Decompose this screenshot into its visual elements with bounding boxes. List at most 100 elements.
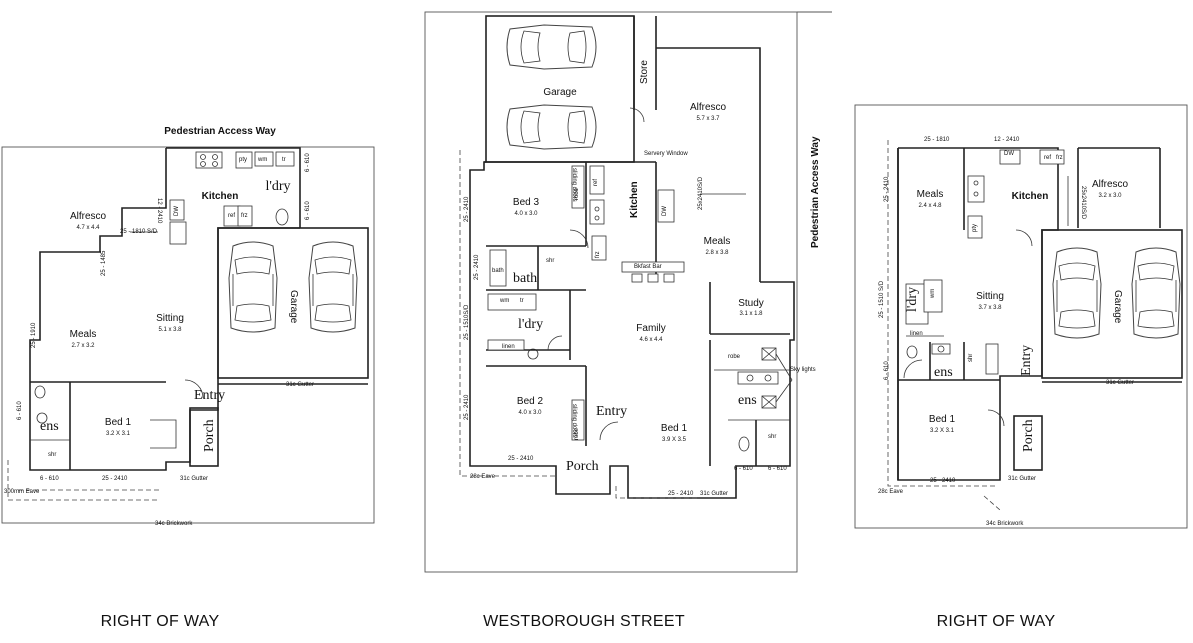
- left-dim-610-b: 6 - 610: [305, 201, 311, 220]
- right-eave-label: 28c Eave: [878, 489, 904, 495]
- right-wm-label: wm: [930, 288, 936, 298]
- left-shower-label: shr: [48, 452, 57, 458]
- right-lot-boundary: [854, 104, 1188, 529]
- left-dim-610-a: 6 - 610: [305, 153, 311, 172]
- street-label-right: RIGHT OF WAY: [936, 613, 1056, 630]
- right-shr-label: shr: [968, 353, 974, 362]
- right-porch-label: Porch: [1021, 419, 1036, 452]
- center-floor-plan: [424, 11, 832, 573]
- center-study-label: Study: [738, 298, 764, 309]
- center-bed3-size: 4.0 x 3.0: [514, 211, 538, 217]
- right-sd-dim: 25x2410S/D: [1080, 186, 1086, 220]
- left-lot-boundary: [1, 146, 375, 524]
- right-sitting-label: Sitting: [976, 291, 1004, 302]
- right-dim-2410-side: 25 - 2410: [884, 176, 890, 202]
- right-ref-label: ref: [1044, 155, 1052, 161]
- right-garage: [1041, 229, 1183, 379]
- right-ensuite-label: ens: [934, 365, 953, 380]
- center-alfresco-size: 5.7 x 3.7: [696, 116, 720, 122]
- left-entry-label: Entry: [194, 388, 226, 403]
- left-dim-610-c: 6 - 610: [17, 401, 23, 420]
- center-bed2-size: 4.0 x 3.0: [518, 410, 542, 416]
- left-gutter-1: 31c Gutter: [286, 382, 315, 388]
- left-eave-label: 300mm Eave: [4, 489, 40, 495]
- left-gutter-2: 31c Gutter: [180, 476, 209, 482]
- center-store-label: Store: [639, 60, 650, 84]
- center-ensuite-label: ens: [738, 393, 757, 408]
- center-skylights-label: Sky lights: [790, 367, 816, 373]
- left-alfresco-label: Alfresco: [69, 211, 107, 222]
- center-bed3-label: Bed 3: [512, 197, 540, 208]
- center-sd-dim: 25x2410S/D: [698, 176, 704, 210]
- left-meals-label: Meals: [69, 329, 97, 340]
- center-servery-label: Servery Window: [644, 151, 688, 157]
- right-sitting-size: 3.7 x 3.8: [978, 305, 1002, 311]
- right-alfresco-size: 3.2 x 3.0: [1098, 193, 1122, 199]
- center-family-label: Family: [636, 323, 666, 334]
- center-wm-label: wm: [500, 298, 510, 304]
- left-tr-label: tr: [282, 157, 286, 163]
- right-dw-label: DW: [1004, 151, 1014, 157]
- right-dim-2410-bottom: 25 - 2410: [930, 478, 956, 484]
- center-dim-2410-e: 25 - 2410: [668, 491, 694, 497]
- left-pantry-label: pty: [239, 157, 248, 163]
- center-meals-size: 2.8 x 3.8: [705, 250, 729, 256]
- center-tr-label: tr: [520, 298, 524, 304]
- right-brickwork-label: 34c Brickwork: [986, 521, 1024, 527]
- right-dim-2410-top: 12 - 2410: [994, 137, 1020, 143]
- left-access-label: Pedestrian Access Way: [164, 126, 276, 137]
- left-porch: [189, 407, 219, 467]
- left-laundry-label: l'dry: [265, 179, 291, 194]
- center-shower-label: shr: [546, 258, 555, 264]
- center-dim-610-b: 6 - 610: [768, 466, 787, 472]
- right-garage-label: Garage: [1112, 290, 1123, 324]
- center-frz-label: frz: [595, 251, 601, 258]
- left-dim-1910: 25 - 1910: [31, 322, 37, 348]
- left-dim-610-d: 6 - 610: [40, 476, 59, 482]
- center-kitchen-label: Kitchen: [629, 181, 640, 218]
- left-bed1-size: 3.2 X 3.1: [105, 431, 131, 437]
- right-bed1-size: 3.2 X 3.1: [929, 428, 955, 434]
- center-dw-label: DW: [662, 206, 668, 216]
- left-bed1-label: Bed 1: [104, 417, 132, 428]
- right-bed1-label: Bed 1: [928, 414, 956, 425]
- left-floor-plan: [1, 146, 375, 524]
- right-dim-1810: 25 - 1810: [924, 137, 950, 143]
- center-sliding1-label: sliding doors: [571, 168, 577, 202]
- left-alfresco-size: 4.7 x 4.4: [76, 225, 100, 231]
- left-ref-label: ref: [228, 213, 236, 219]
- center-dim-2410-c: 25 - 2410: [464, 394, 470, 420]
- left-sd-dim: 25 - 1810 S/D: [120, 229, 158, 235]
- left-garage-label: Garage: [288, 290, 299, 324]
- right-entry-label: Entry: [1019, 344, 1034, 376]
- center-meals-label: Meals: [703, 236, 731, 247]
- left-dim-2410: 12 - 2410: [156, 198, 162, 224]
- center-ref-label: ref: [593, 178, 599, 186]
- right-gutter-1: 31c Gutter: [1106, 380, 1135, 386]
- left-kitchen-label: Kitchen: [201, 191, 239, 202]
- center-dim-1510: 25 - 1510S/D: [464, 304, 470, 340]
- right-floor-plan: [854, 104, 1188, 529]
- center-dim-610-a: 6 - 610: [734, 466, 753, 472]
- center-access-label: Pedestrian Access Way: [810, 136, 821, 248]
- center-study-size: 3.1 x 1.8: [739, 311, 763, 317]
- center-sliding2-label: sliding doors: [571, 404, 577, 438]
- right-linen-label: linen: [910, 331, 923, 337]
- center-bed2-label: Bed 2: [516, 396, 544, 407]
- center-alfresco-label: Alfresco: [689, 102, 727, 113]
- street-label-left: RIGHT OF WAY: [100, 613, 220, 630]
- right-kitchen-label: Kitchen: [1011, 191, 1049, 202]
- right-dim-1510: 25 - 1510 S/D: [879, 280, 885, 318]
- center-bed1-size: 3.9 X 3.5: [661, 437, 687, 443]
- left-wm-label: wm: [258, 157, 268, 163]
- center-garage-label: Garage: [543, 87, 577, 98]
- left-brickwork-label: 34c Brickwork: [155, 521, 193, 527]
- left-ensuite-label: ens: [40, 419, 59, 434]
- right-porch: [1013, 415, 1043, 471]
- center-bed1-label: Bed 1: [660, 423, 688, 434]
- left-dim-1485: 25 - 1485: [101, 250, 107, 276]
- center-lot-boundary: [424, 11, 798, 573]
- left-sitting-size: 5.1 x 3.8: [158, 327, 182, 333]
- center-porch-label: Porch: [566, 459, 599, 474]
- center-robe-label: robe: [728, 354, 741, 360]
